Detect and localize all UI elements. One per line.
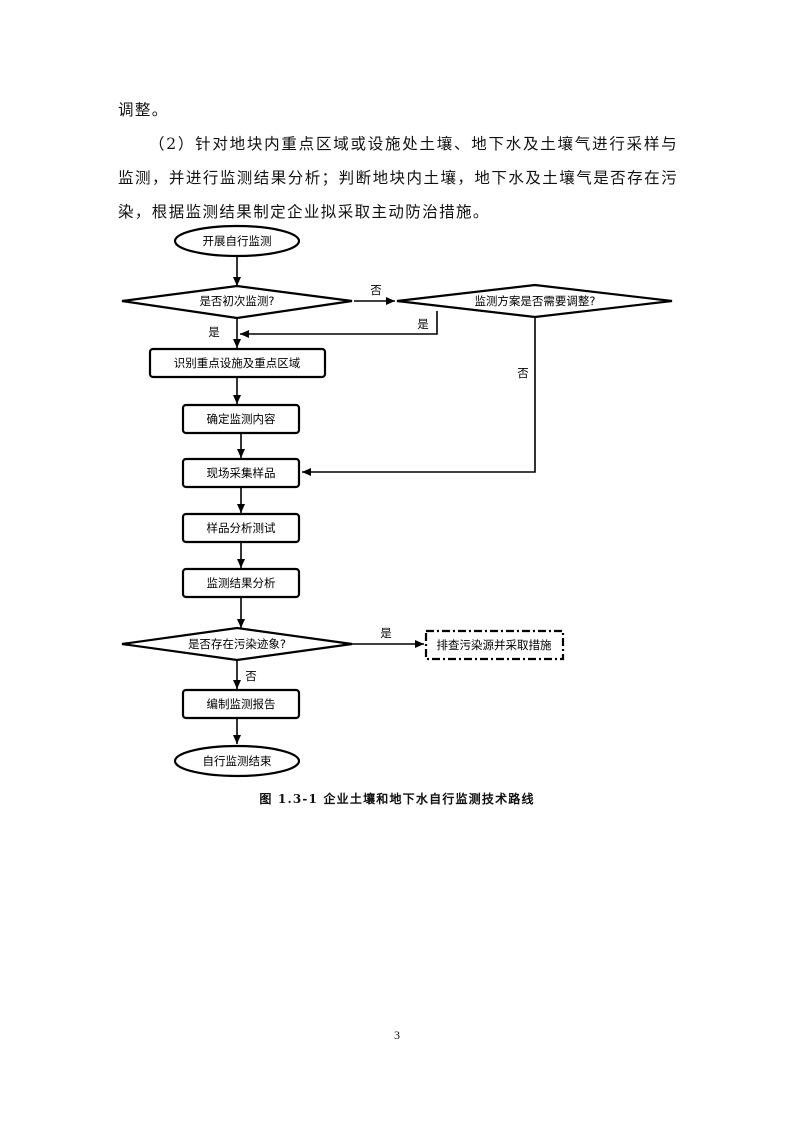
decision-plan-adjust: 监测方案是否需要调整? — [396, 283, 673, 319]
flowchart: 开展自行监测 是否初次监测? 监测方案是否需要调整? 识别重点设施及重点区域 确… — [121, 224, 673, 778]
figure-caption: 图 1.3-1 企业土壤和地下水自行监测技术路线 — [259, 792, 535, 806]
svg-text:是否存在污染迹象?: 是否存在污染迹象? — [188, 637, 286, 651]
decision-first-monitoring: 是否初次监测? — [121, 284, 353, 320]
edge-label-plan-yes: 是 — [417, 317, 429, 331]
process-sampling: 现场采集样品 — [181, 457, 301, 489]
svg-text:监测方案是否需要调整?: 监测方案是否需要调整? — [474, 294, 595, 308]
paragraph-2: （2）针对地块内重点区域或设施处土壤、地下水及土壤气进行采样与监测，并进行监测结… — [118, 135, 678, 221]
svg-text:现场采集样品: 现场采集样品 — [207, 466, 276, 480]
start-node: 开展自行监测 — [173, 224, 301, 258]
edge-label-first-no: 否 — [370, 283, 382, 297]
process-report: 编制监测报告 — [181, 688, 301, 720]
svg-text:编制监测报告: 编制监测报告 — [207, 697, 276, 711]
svg-text:是否初次监测?: 是否初次监测? — [199, 294, 274, 308]
edge-label-plan-no: 否 — [517, 366, 529, 380]
decision-pollution: 是否存在污染迹象? — [121, 626, 353, 662]
process-investigate: 排查污染源并采取措施 — [424, 629, 565, 661]
svg-text:监测结果分析: 监测结果分析 — [207, 576, 276, 590]
svg-text:识别重点设施及重点区域: 识别重点设施及重点区域 — [174, 356, 301, 370]
svg-text:开展自行监测: 开展自行监测 — [203, 234, 272, 248]
arrow-plan-yes — [240, 311, 438, 338]
edge-label-pollution-no: 否 — [245, 669, 257, 683]
process-identify: 识别重点设施及重点区域 — [148, 347, 327, 379]
paragraph-line: 调整。 — [118, 101, 169, 119]
process-result-analysis: 监测结果分析 — [181, 567, 301, 599]
svg-text:样品分析测试: 样品分析测试 — [207, 521, 276, 535]
svg-text:排查污染源并采取措施: 排查污染源并采取措施 — [437, 638, 552, 652]
process-analysis: 样品分析测试 — [181, 512, 301, 544]
svg-text:确定监测内容: 确定监测内容 — [207, 412, 276, 426]
edge-label-pollution-yes: 是 — [380, 626, 392, 640]
page-number: 3 — [394, 1028, 400, 1042]
svg-text:自行监测结束: 自行监测结束 — [203, 754, 272, 768]
arrow-plan-no — [302, 317, 536, 476]
process-determine: 确定监测内容 — [181, 403, 301, 435]
end-node: 自行监测结束 — [173, 744, 301, 778]
edge-label-first-yes: 是 — [208, 325, 220, 339]
